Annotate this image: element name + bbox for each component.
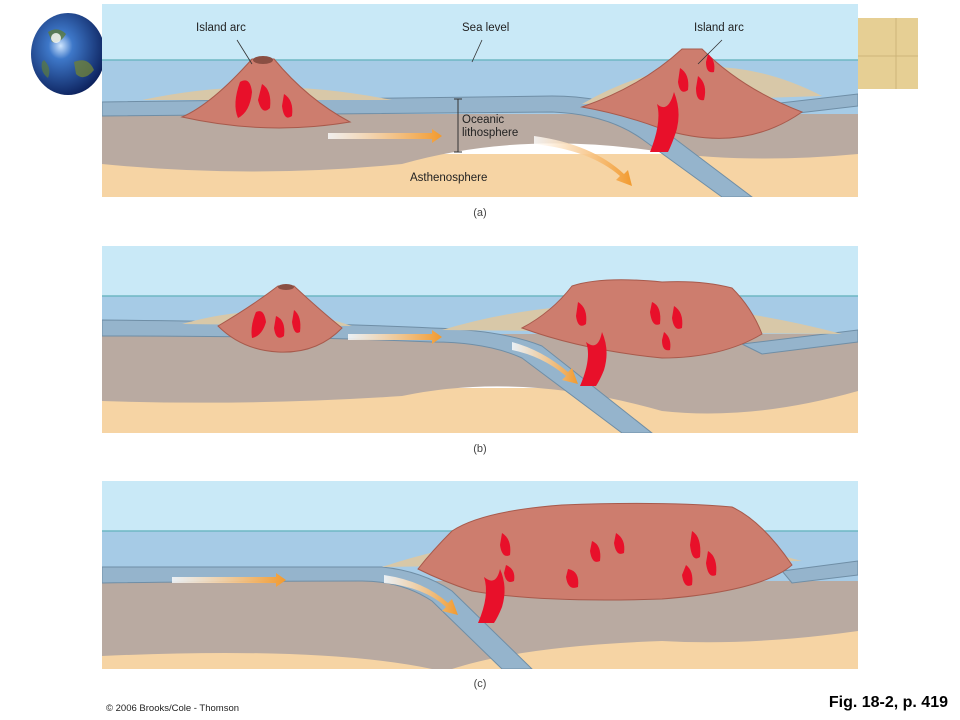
oceanic-lithosphere-label: Oceanic lithosphere	[462, 114, 519, 139]
motion-arrow-icon	[534, 136, 632, 186]
volcano-right	[580, 48, 804, 139]
grid-decoration-icon	[858, 18, 918, 89]
panel-caption: (a)	[473, 207, 487, 219]
leader-line	[697, 39, 723, 65]
panel-caption: (b)	[473, 443, 487, 455]
island-arc-label: Island arc	[694, 22, 744, 34]
subduction-panel-a	[102, 4, 858, 197]
volcano-right	[520, 279, 763, 359]
leader-line	[471, 39, 483, 63]
copyright-notice: © 2006 Brooks/Cole - Thomson	[106, 703, 240, 714]
motion-arrow-icon	[172, 573, 286, 587]
sea-level-label: Sea level	[462, 22, 510, 34]
magma-body	[706, 54, 715, 73]
motion-arrow-icon	[328, 129, 442, 143]
magma-body	[282, 94, 293, 118]
figure-reference: Fig. 18-2, p. 419	[828, 694, 948, 711]
subduction-panel-c	[102, 481, 858, 669]
globe-icon	[30, 12, 106, 96]
motion-arrow-icon	[512, 342, 578, 384]
magma-conduit	[650, 92, 679, 152]
magma-body	[678, 68, 689, 92]
sky	[102, 4, 858, 60]
asthenosphere-label: Asthenosphere	[410, 172, 488, 184]
magma-body	[235, 80, 252, 118]
motion-arrow-icon	[384, 575, 458, 615]
panel-caption: (c)	[473, 678, 487, 690]
subduction-panel-b	[102, 246, 858, 433]
island-arc-label: Island arc	[196, 22, 246, 34]
magma-body	[696, 76, 706, 101]
magma-body	[258, 84, 271, 111]
crater	[253, 56, 273, 64]
motion-arrow-icon	[348, 330, 442, 344]
leader-line	[236, 39, 253, 65]
